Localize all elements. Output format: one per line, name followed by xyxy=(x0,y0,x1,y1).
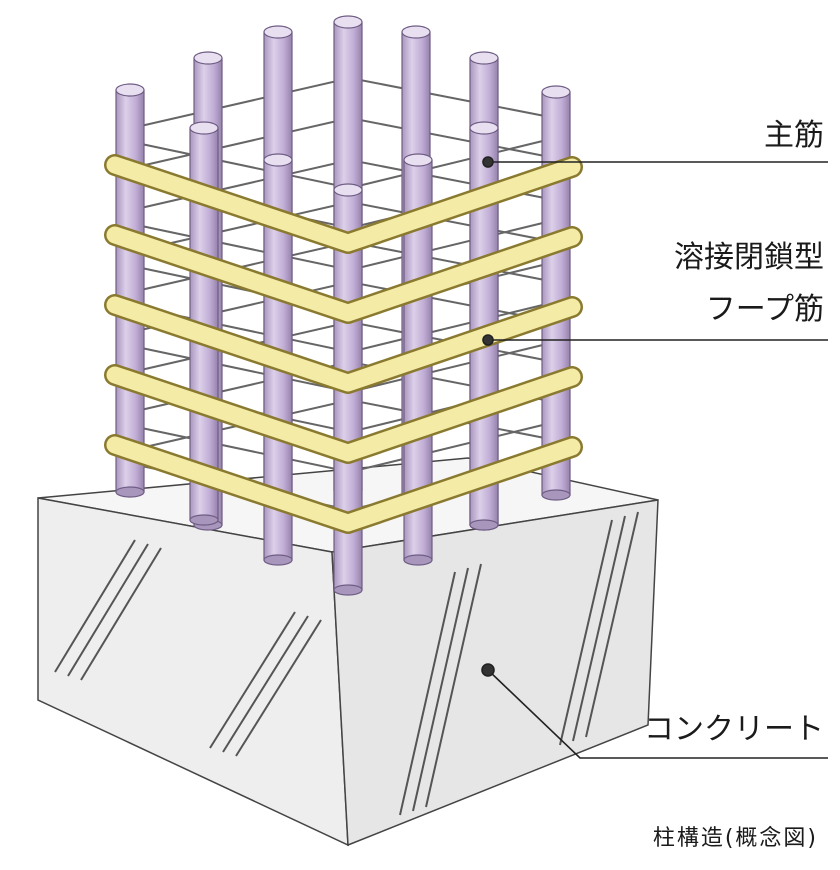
label-hoop-line1: 溶接閉鎖型 xyxy=(674,240,824,275)
rebar-rod-top xyxy=(193,51,223,65)
rebar-rod-bottom xyxy=(115,486,145,498)
hoop-band xyxy=(106,366,581,462)
hoop-band xyxy=(106,296,581,392)
hoop-band xyxy=(106,436,581,532)
rebar-rod-top xyxy=(263,25,293,39)
rebar-rod-bottom xyxy=(469,519,499,531)
leader-main-rebar-dot xyxy=(482,156,494,168)
diagram-caption: 柱構造(概念図) xyxy=(652,826,818,851)
welded-closed-hoops xyxy=(104,154,583,534)
rebar-rod-bottom xyxy=(189,514,219,526)
concrete-left-face xyxy=(37,497,349,847)
hoop-band xyxy=(106,156,581,252)
rebar-rod-bottom xyxy=(403,554,433,566)
hoop-band xyxy=(106,226,581,322)
label-hoop-line2: フープ筋 xyxy=(705,292,824,327)
label-main-rebar: 主筋 xyxy=(764,118,824,153)
rebar-rod-bottom xyxy=(333,584,363,596)
rebar-rod-top xyxy=(401,25,431,39)
rebar-rod-top xyxy=(333,15,363,29)
label-concrete: コンクリート xyxy=(644,712,824,747)
rebar-rod-bottom xyxy=(263,554,293,566)
concrete-texture-right xyxy=(399,511,639,816)
rebar-rod xyxy=(541,91,571,496)
rebar-rod-top xyxy=(469,121,499,135)
rebar-rod-top xyxy=(333,183,363,197)
leader-hoop-dot xyxy=(482,334,494,346)
rebar-rod-top xyxy=(263,153,293,167)
rebar-rod-bottom xyxy=(541,489,571,501)
concrete-texture-left xyxy=(54,539,322,757)
leader-concrete-dot xyxy=(481,663,495,677)
concrete-right-face xyxy=(331,499,659,847)
rebar-rod xyxy=(115,89,145,493)
leader-lines xyxy=(481,156,828,759)
rebar-rod-top xyxy=(189,121,219,135)
rebar-rod-top xyxy=(469,51,499,65)
rebar-rod-top xyxy=(115,83,145,97)
leader-concrete xyxy=(487,669,828,759)
rebar-rod-top xyxy=(403,153,433,167)
rebar-rod-top xyxy=(541,85,571,99)
